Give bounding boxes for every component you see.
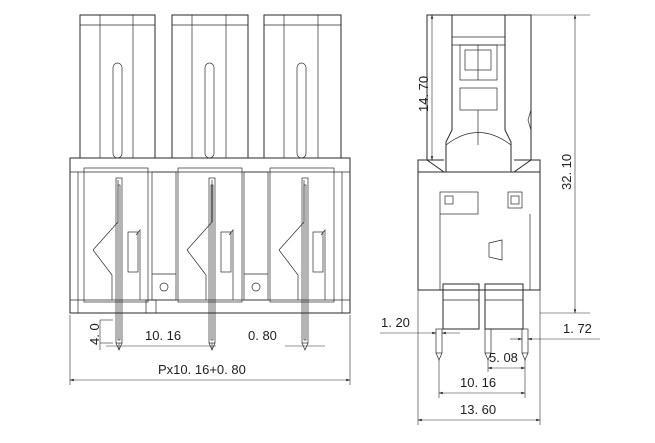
dim-total-length-label: Px10. 16+0. 80 <box>158 362 246 377</box>
dim-pin-span-label: 10. 16 <box>460 375 496 390</box>
dim-plug-height-label: 14. 70 <box>416 76 431 112</box>
dim-total-length <box>69 315 351 385</box>
contact-cavity-2 <box>177 167 243 303</box>
dim-pin-span <box>438 360 526 398</box>
dim-pin-width-left-label: 1. 20 <box>381 315 410 330</box>
plug-body-1 <box>79 14 156 159</box>
plug-section <box>426 14 532 173</box>
dim-body-depth-label: 13. 60 <box>460 402 496 417</box>
dim-body-depth <box>417 290 541 425</box>
plug-body-3 <box>263 14 342 159</box>
dim-height-small-label: 4. 0 <box>87 323 102 345</box>
dim-pin-spacing <box>487 360 526 372</box>
dim-pin-spacing-label: 5. 08 <box>489 350 518 365</box>
dim-pin-offset-label: 0. 80 <box>248 328 277 343</box>
dim-height-small <box>69 315 113 385</box>
dim-pin-width-right-label: 1. 72 <box>563 321 592 336</box>
header-section <box>417 159 541 330</box>
dim-total-height-label: 32. 10 <box>559 154 574 190</box>
header-housing <box>69 157 351 314</box>
front-view: 4. 0 10. 16 0. 80 Px10. 16+0. 80 <box>69 14 351 385</box>
dim-total-height <box>531 14 590 314</box>
plug-body-2 <box>171 14 249 159</box>
dim-pitch-label: 10. 16 <box>145 328 181 343</box>
side-view: 14. 70 32. 10 1. 20 1. 72 5. 08 10 <box>380 14 600 425</box>
dim-pitch <box>106 343 216 349</box>
